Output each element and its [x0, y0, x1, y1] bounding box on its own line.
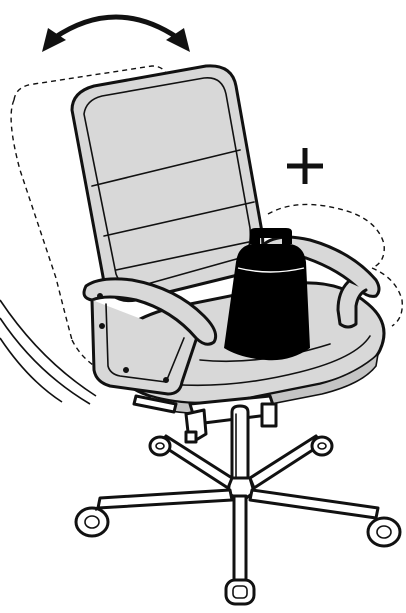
gas-cylinder	[232, 406, 248, 486]
plus-icon	[287, 148, 323, 184]
caster-back-left	[150, 437, 170, 455]
caster-front-right	[368, 518, 400, 546]
backrest	[72, 66, 263, 301]
rotate-double-arrow-icon	[42, 17, 190, 52]
tension-crank-icon	[186, 410, 206, 442]
tilt-motion-lines	[0, 300, 96, 404]
caster-front-center	[226, 580, 254, 604]
caster-front-left	[76, 506, 108, 536]
caster-back-right	[312, 437, 332, 455]
